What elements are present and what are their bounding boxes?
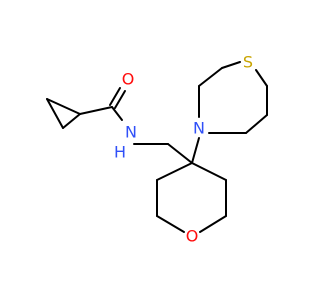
carbonyl-oxygen-label: O [122,70,135,89]
bond-cyclopropyl-1 [46,98,64,129]
bond-carbonyl-double-b [114,90,126,109]
bond-thiomorpholine-4 [255,69,268,87]
bond-cyclopropyl-2 [46,98,81,115]
thiomorpholine-sulfur-label: S [243,53,253,72]
bond-cyclopropyl-carbonyl [79,106,113,115]
oxane-oxygen-label: O [186,227,199,246]
bond-thiomorpholine-6 [245,114,268,134]
bond-cyclopropyl-3 [62,113,81,129]
bonds-group [46,61,268,233]
bond-quaternary-thiomorpholine-n [191,137,200,164]
bond-methylene-quaternary [167,143,193,164]
bond-thiomorpholine-3 [221,61,241,69]
atom-labels-group: O N H N S O [114,53,253,246]
bond-carbonyl-double-a [109,87,121,106]
amide-nitrogen-label: N [125,123,137,142]
bond-carbonyl-amide-n [111,106,123,121]
bond-oxane-1 [156,162,193,181]
bond-thiomorpholine-2 [198,67,223,87]
bond-oxane-6 [191,162,227,181]
molecule-structure-diagram: O N H N S O [46,53,268,246]
bond-oxane-4 [199,215,227,233]
bond-oxane-3 [156,215,185,233]
amide-hydrogen-label: H [114,143,126,162]
thiomorpholine-nitrogen-label: N [193,119,205,138]
